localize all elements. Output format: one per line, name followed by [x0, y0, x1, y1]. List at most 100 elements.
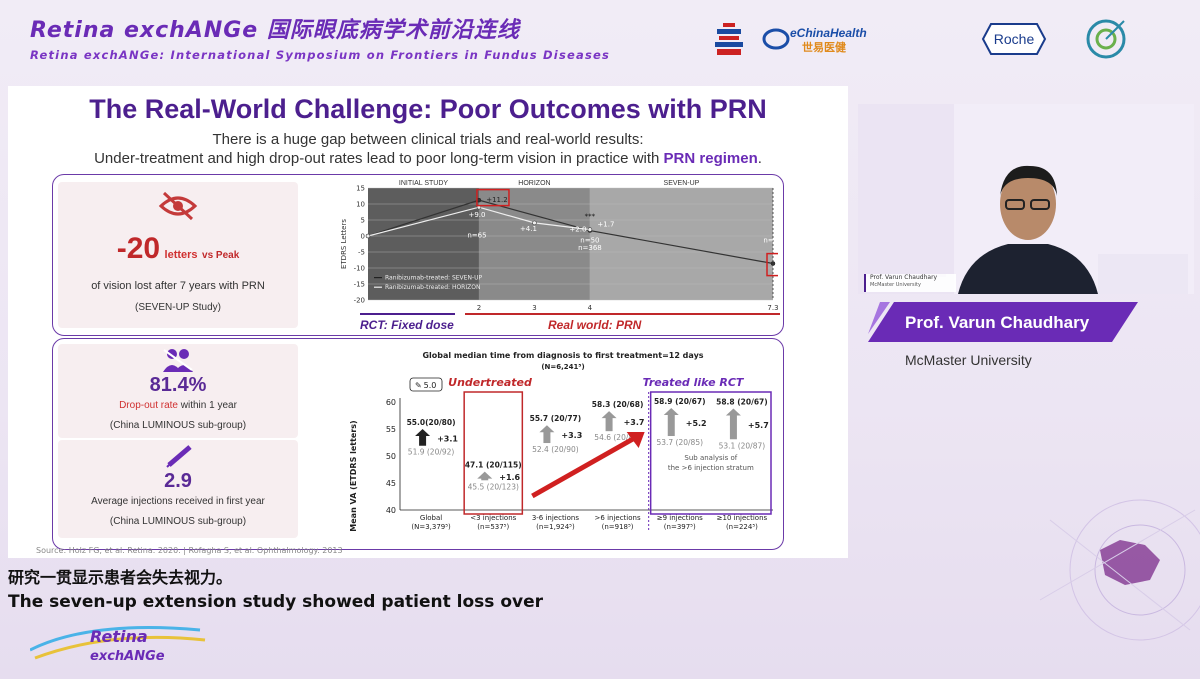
gain-arrow-head	[601, 411, 617, 419]
roche-logo: Roche	[980, 14, 1048, 64]
series-point	[587, 227, 593, 232]
bar-chart-title: Global median time from diagnosis to fir…	[422, 351, 703, 360]
y-tick-label: -15	[354, 281, 365, 289]
gain-label: +3.7	[624, 418, 645, 427]
event-title-en: Retina exchANGe: International Symposium…	[30, 48, 611, 62]
x-tick-label: 4	[588, 304, 593, 312]
gain-label: +3.1	[437, 434, 458, 443]
dropout-value: 81.4%	[149, 374, 207, 396]
sub-analysis-note-1: Sub analysis of	[684, 454, 737, 462]
baseline-va-label: 52.4 (20/90)	[532, 445, 579, 454]
gain-label: +1.6	[499, 473, 520, 482]
baseline-va-label: 51.9 (20/92)	[408, 448, 455, 457]
injections-desc: Average injections received in first yea…	[91, 496, 265, 507]
bar-y-axis-label: Mean VA (ETDRS letters)	[349, 420, 358, 531]
gain-arrow-shaft	[543, 431, 551, 444]
gain-label: +5.2	[686, 419, 707, 428]
final-va-label: 47.1 (20/115)	[465, 461, 522, 470]
label-year4-horizon: +2.0	[569, 226, 586, 234]
undertreated-box	[463, 391, 524, 515]
caption-zh: 研究一贯显示患者会失去视力。	[8, 568, 233, 587]
gain-arrow-shaft	[481, 477, 489, 481]
gain-label: +5.7	[748, 421, 769, 430]
y-tick-label: 0	[361, 233, 365, 241]
trend-arrow-head	[626, 432, 645, 448]
echinahealth-text: eChinaHealth	[790, 26, 867, 40]
final-va-label: 58.9 (20/67)	[654, 397, 706, 406]
legend-label-horizon: Ranibizumab-treated: HORIZON	[385, 284, 480, 291]
vision-loss-card: -20 letters vs Peak of vision lost after…	[58, 182, 298, 328]
retina-exchange-logo: Retina exchANGe	[29, 610, 210, 674]
x-tick-label: 2	[477, 304, 481, 312]
phase-bg	[368, 188, 479, 300]
series-point	[532, 220, 537, 226]
x-tick-label: 3	[532, 304, 536, 312]
trend-arrow-shaft	[531, 435, 636, 499]
label-year4-sevenup: +1.7	[597, 221, 614, 229]
gain-arrow-head	[415, 429, 431, 436]
phase-label: INITIAL STUDY	[399, 180, 448, 187]
bar-y-tick: 55	[386, 425, 396, 434]
thumb-speaker-name: Prof. Varun Chaudhary	[870, 274, 938, 281]
gain-arrow-head	[663, 407, 679, 415]
slide-source: Source: Holz FG, et al. Retina. 2020. | …	[36, 546, 343, 555]
y-tick-label: -10	[354, 265, 365, 273]
bar-x-category: Global	[420, 514, 442, 522]
retina-exchange-logo-line1: Retina	[90, 627, 148, 646]
y-tick-label: 5	[361, 217, 365, 225]
bar-x-n: (n=1,924⁵)	[536, 523, 575, 531]
speaker-face	[1000, 168, 1056, 240]
bar-chart-subtitle: (N=6,241⁵)	[541, 363, 584, 371]
final-va-label: 55.7 (20/77)	[530, 414, 582, 423]
people-icon	[163, 349, 193, 372]
gain-label: +3.3	[561, 431, 582, 440]
highlight-final-box	[766, 252, 778, 277]
beijing-foundation-logo	[688, 14, 770, 64]
syringe-icon	[166, 445, 192, 468]
label-n-year4: n=50	[580, 236, 599, 244]
rct-like-box	[649, 391, 772, 515]
speaker-video-tile: Prof. Varun Chaudhary McMaster Universit…	[858, 104, 1194, 294]
dropout-desc: Drop-out rate within 1 year	[119, 400, 237, 411]
slide-subtitle-1: There is a huge gap between clinical tri…	[212, 131, 644, 148]
slide-title: The Real-World Challenge: Poor Outcomes …	[89, 94, 767, 124]
bar-y-tick: 45	[386, 479, 396, 488]
speaker-institution: McMaster University	[905, 352, 1032, 368]
baseline-va-label: 53.7 (20/85)	[656, 438, 703, 447]
bar-x-n: (n=397⁵)	[664, 523, 696, 531]
y-tick-label: 15	[356, 185, 365, 193]
highlight-peak-box	[476, 188, 510, 207]
bar-y-tick: 40	[386, 506, 396, 515]
bar-x-n: (n=918⁵)	[602, 523, 634, 531]
injections-card: 2.9 Average injections received in first…	[58, 440, 298, 538]
injections-value: 2.9	[164, 470, 192, 492]
vision-loss-value-line: -20 letters vs Peak	[116, 232, 240, 265]
label-peak-horizon: +9.0	[468, 211, 485, 219]
roche-text: Roche	[994, 31, 1035, 47]
label-n-year4-horizon: n=368	[578, 244, 602, 252]
baseline-va-label: 54.6 (20/81)	[594, 433, 641, 442]
speaker-name: Prof. Varun Chaudhary	[905, 313, 1090, 332]
gain-arrow-head	[725, 408, 741, 416]
presentation-slide: The Real-World Challenge: Poor Outcomes …	[8, 86, 848, 558]
gain-arrow-shaft	[667, 413, 675, 437]
gain-arrow-shaft	[605, 417, 613, 432]
baseline-va-label: 53.1 (20/87)	[719, 441, 766, 450]
dropout-source: (China LUMINOUS sub-group)	[109, 420, 247, 431]
phase-label: SEVEN-UP	[664, 180, 700, 187]
gain-arrow-head	[539, 425, 555, 433]
phase-label: HORIZON	[518, 180, 550, 187]
temple-icon	[715, 23, 743, 55]
real-world-prn-label: Real world: PRN	[548, 318, 642, 332]
dropout-card: 81.4% Drop-out rate within 1 year (China…	[58, 344, 298, 438]
undertreated-label: Undertreated	[448, 376, 532, 389]
speaker-body	[958, 244, 1098, 294]
eye-slash-icon	[158, 191, 198, 221]
speaker-name-bar	[868, 302, 1138, 342]
series-point	[770, 261, 776, 266]
bar-x-category: ≥10 injections	[717, 514, 768, 522]
bar-x-category: 3-6 injections	[532, 514, 580, 522]
bar-x-category: >6 injections	[595, 514, 641, 522]
y-tick-label: -20	[354, 297, 365, 305]
